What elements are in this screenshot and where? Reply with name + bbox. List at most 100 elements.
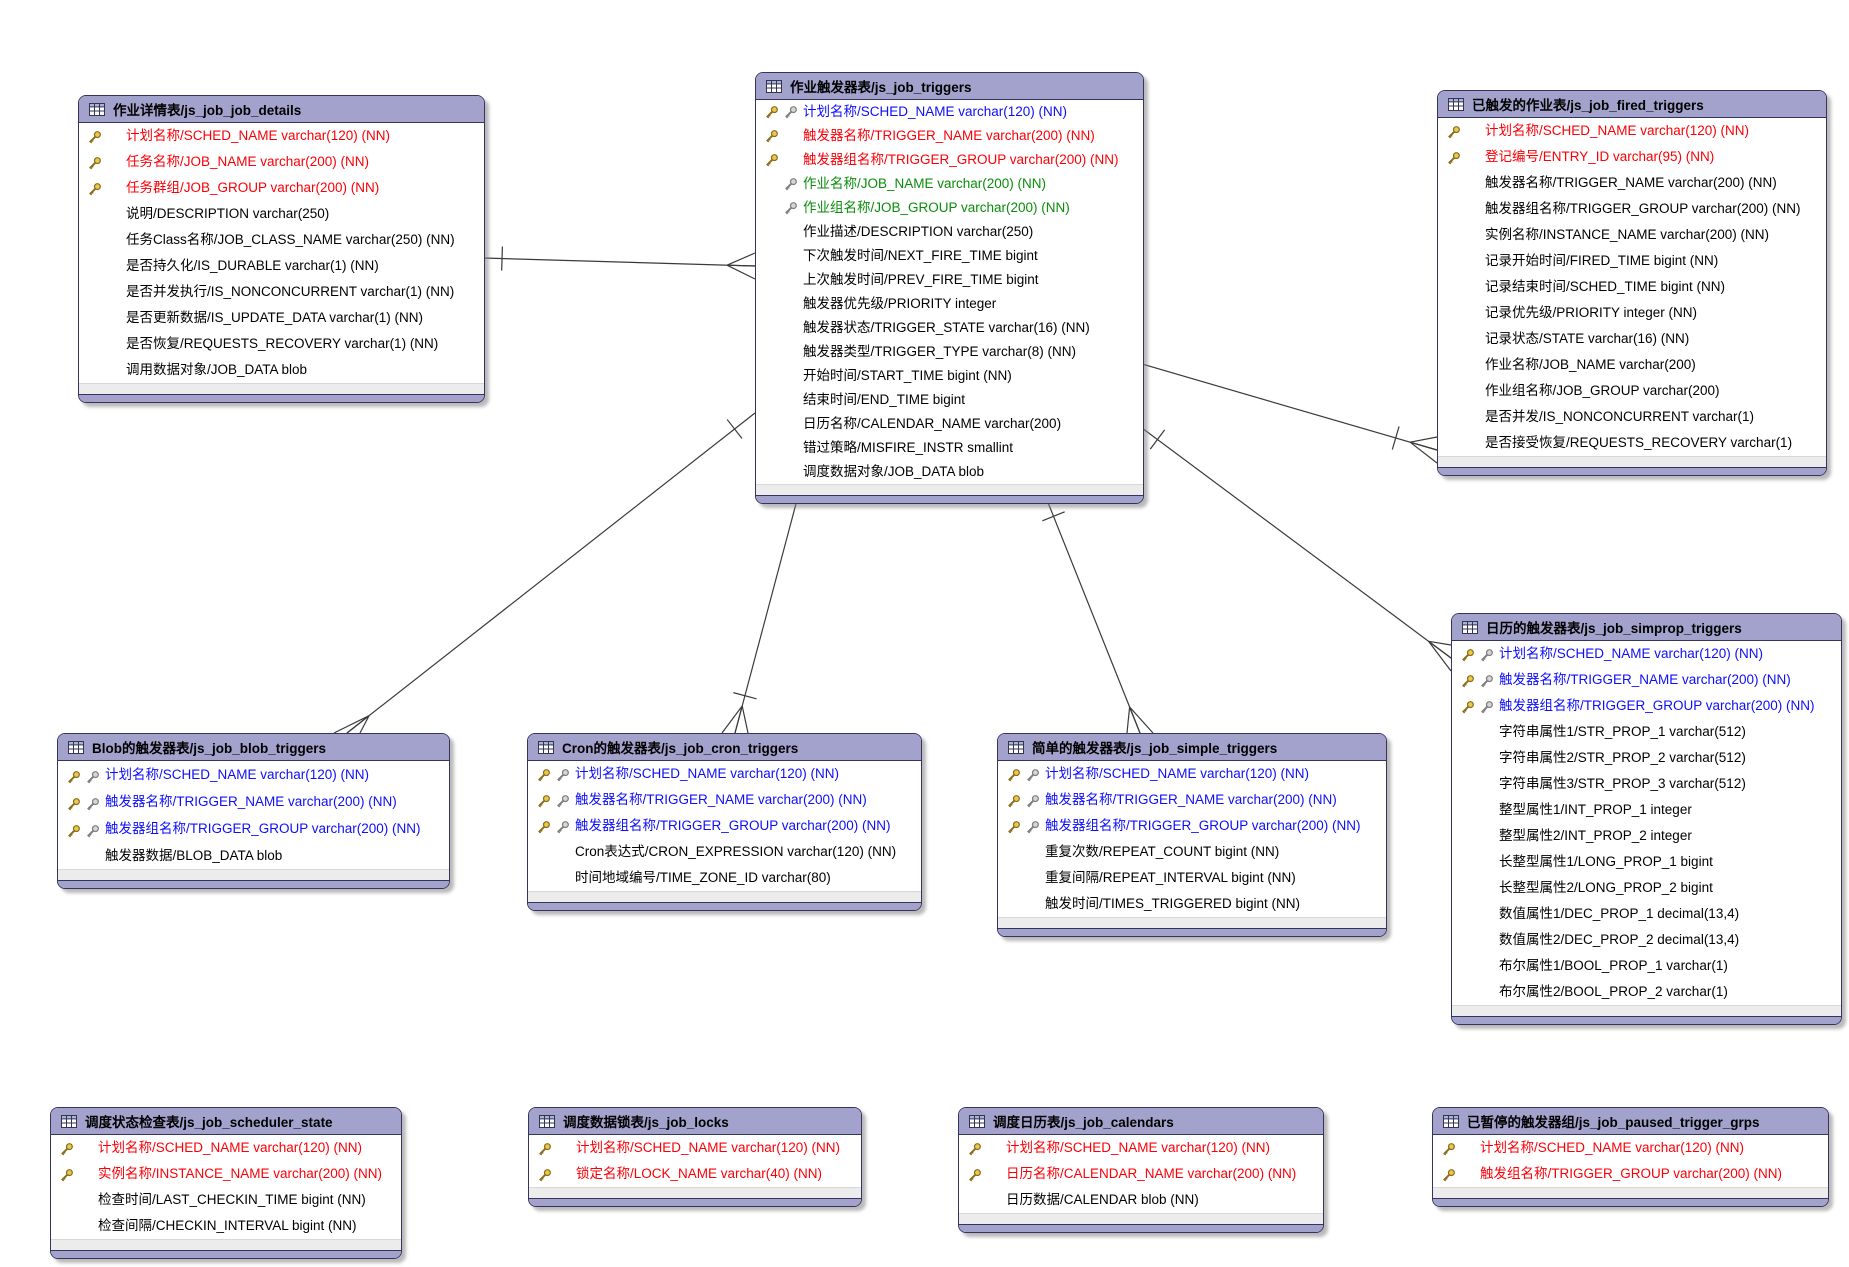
field-row[interactable]: 调度数据对象/JOB_DATA blob bbox=[756, 460, 1143, 484]
field-row[interactable]: 触发器组名称/TRIGGER_GROUP varchar(200) (NN) bbox=[756, 148, 1143, 172]
field-row[interactable]: 记录开始时间/FIRED_TIME bigint (NN) bbox=[1438, 248, 1826, 274]
table-header-fired_triggers[interactable]: 已触发的作业表/js_job_fired_triggers bbox=[1438, 91, 1826, 118]
field-row[interactable]: 是否更新数据/IS_UPDATE_DATA varchar(1) (NN) bbox=[79, 305, 484, 331]
field-row[interactable]: 任务群组/JOB_GROUP varchar(200) (NN) bbox=[79, 175, 484, 201]
field-row[interactable]: 结束时间/END_TIME bigint bbox=[756, 388, 1143, 412]
relationship-triggers-to-simprop_triggers[interactable] bbox=[1141, 427, 1452, 672]
field-row[interactable]: 触发器组名称/TRIGGER_GROUP varchar(200) (NN) bbox=[528, 813, 921, 839]
field-row[interactable]: 日历名称/CALENDAR_NAME varchar(200) (NN) bbox=[959, 1161, 1323, 1187]
field-row[interactable]: 锁定名称/LOCK_NAME varchar(40) (NN) bbox=[529, 1161, 861, 1187]
field-row[interactable]: 作业组名称/JOB_GROUP varchar(200) bbox=[1438, 378, 1826, 404]
field-row[interactable]: 开始时间/START_TIME bigint (NN) bbox=[756, 364, 1143, 388]
table-header-paused_trigger_grps[interactable]: 已暂停的触发器组/js_job_paused_trigger_grps bbox=[1433, 1108, 1828, 1135]
field-row[interactable]: 下次触发时间/NEXT_FIRE_TIME bigint bbox=[756, 244, 1143, 268]
table-header-simple_triggers[interactable]: 简单的触发器表/js_job_simple_triggers bbox=[998, 734, 1386, 761]
field-row[interactable]: 上次触发时间/PREV_FIRE_TIME bigint bbox=[756, 268, 1143, 292]
field-row[interactable]: 实例名称/INSTANCE_NAME varchar(200) (NN) bbox=[51, 1161, 401, 1187]
field-row[interactable]: 计划名称/SCHED_NAME varchar(120) (NN) bbox=[528, 761, 921, 787]
field-row[interactable]: 触发组名称/TRIGGER_GROUP varchar(200) (NN) bbox=[1433, 1161, 1828, 1187]
field-row[interactable]: 触发时间/TIMES_TRIGGERED bigint (NN) bbox=[998, 891, 1386, 917]
field-row[interactable]: 布尔属性2/BOOL_PROP_2 varchar(1) bbox=[1452, 979, 1841, 1005]
field-row[interactable]: 长整型属性2/LONG_PROP_2 bigint bbox=[1452, 875, 1841, 901]
field-row[interactable]: 触发器数据/BLOB_DATA blob bbox=[58, 842, 449, 869]
field-row[interactable]: 计划名称/SCHED_NAME varchar(120) (NN) bbox=[79, 123, 484, 149]
field-row[interactable]: 字符串属性1/STR_PROP_1 varchar(512) bbox=[1452, 719, 1841, 745]
field-row[interactable]: 作业名称/JOB_NAME varchar(200) (NN) bbox=[756, 172, 1143, 196]
field-row[interactable]: 数值属性2/DEC_PROP_2 decimal(13,4) bbox=[1452, 927, 1841, 953]
field-row[interactable]: 触发器优先级/PRIORITY integer bbox=[756, 292, 1143, 316]
field-row[interactable]: 是否恢复/REQUESTS_RECOVERY varchar(1) (NN) bbox=[79, 331, 484, 357]
field-row[interactable]: 实例名称/INSTANCE_NAME varchar(200) (NN) bbox=[1438, 222, 1826, 248]
field-row[interactable]: 计划名称/SCHED_NAME varchar(120) (NN) bbox=[1438, 118, 1826, 144]
field-row[interactable]: 触发器状态/TRIGGER_STATE varchar(16) (NN) bbox=[756, 316, 1143, 340]
field-row[interactable]: 错过策略/MISFIRE_INSTR smallint bbox=[756, 436, 1143, 460]
field-row[interactable]: 计划名称/SCHED_NAME varchar(120) (NN) bbox=[1433, 1135, 1828, 1161]
field-row[interactable]: 触发器组名称/TRIGGER_GROUP varchar(200) (NN) bbox=[58, 815, 449, 842]
field-row[interactable]: 计划名称/SCHED_NAME varchar(120) (NN) bbox=[998, 761, 1386, 787]
field-row[interactable]: 长整型属性1/LONG_PROP_1 bigint bbox=[1452, 849, 1841, 875]
field-row[interactable]: 字符串属性3/STR_PROP_3 varchar(512) bbox=[1452, 771, 1841, 797]
field-row[interactable]: 计划名称/SCHED_NAME varchar(120) (NN) bbox=[1452, 641, 1841, 667]
field-row[interactable]: 记录状态/STATE varchar(16) (NN) bbox=[1438, 326, 1826, 352]
relationship-triggers-to-fired_triggers[interactable] bbox=[1141, 363, 1438, 464]
field-row[interactable]: 记录优先级/PRIORITY integer (NN) bbox=[1438, 300, 1826, 326]
field-row[interactable]: 任务名称/JOB_NAME varchar(200) (NN) bbox=[79, 149, 484, 175]
field-row[interactable]: 触发器组名称/TRIGGER_GROUP varchar(200) (NN) bbox=[1438, 196, 1826, 222]
field-row[interactable]: 触发器名称/TRIGGER_NAME varchar(200) (NN) bbox=[528, 787, 921, 813]
field-row[interactable]: 是否持久化/IS_DURABLE varchar(1) (NN) bbox=[79, 253, 484, 279]
field-row[interactable]: 触发器名称/TRIGGER_NAME varchar(200) (NN) bbox=[998, 787, 1386, 813]
table-header-simprop_triggers[interactable]: 日历的触发器表/js_job_simprop_triggers bbox=[1452, 614, 1841, 641]
field-row[interactable]: 触发器名称/TRIGGER_NAME varchar(200) (NN) bbox=[1452, 667, 1841, 693]
field-row[interactable]: 计划名称/SCHED_NAME varchar(120) (NN) bbox=[756, 100, 1143, 124]
field-row[interactable]: 计划名称/SCHED_NAME varchar(120) (NN) bbox=[58, 761, 449, 788]
relationship-triggers-to-simple_triggers[interactable] bbox=[1042, 499, 1154, 734]
table-header-job_details[interactable]: 作业详情表/js_job_job_details bbox=[79, 96, 484, 123]
table-header-cron_triggers[interactable]: Cron的触发器表/js_job_cron_triggers bbox=[528, 734, 921, 761]
field-row[interactable]: 任务Class名称/JOB_CLASS_NAME varchar(250) (N… bbox=[79, 227, 484, 253]
relationship-triggers-to-cron_triggers[interactable] bbox=[721, 499, 798, 734]
field-row[interactable]: 计划名称/SCHED_NAME varchar(120) (NN) bbox=[51, 1135, 401, 1161]
field-row[interactable]: 触发器名称/TRIGGER_NAME varchar(200) (NN) bbox=[756, 124, 1143, 148]
field-row[interactable]: 触发器名称/TRIGGER_NAME varchar(200) (NN) bbox=[58, 788, 449, 815]
table-header-calendars[interactable]: 调度日历表/js_job_calendars bbox=[959, 1108, 1323, 1135]
field-row[interactable]: 检查时间/LAST_CHECKIN_TIME bigint (NN) bbox=[51, 1187, 401, 1213]
field-row[interactable]: 检查间隔/CHECKIN_INTERVAL bigint (NN) bbox=[51, 1213, 401, 1239]
field-row[interactable]: 是否接受恢复/REQUESTS_RECOVERY varchar(1) bbox=[1438, 430, 1826, 456]
field-row[interactable]: 计划名称/SCHED_NAME varchar(120) (NN) bbox=[959, 1135, 1323, 1161]
field-row[interactable]: 触发器组名称/TRIGGER_GROUP varchar(200) (NN) bbox=[998, 813, 1386, 839]
field-row[interactable]: 作业描述/DESCRIPTION varchar(250) bbox=[756, 220, 1143, 244]
field-row[interactable]: 触发器名称/TRIGGER_NAME varchar(200) (NN) bbox=[1438, 170, 1826, 196]
field-row[interactable]: 计划名称/SCHED_NAME varchar(120) (NN) bbox=[529, 1135, 861, 1161]
field-row[interactable]: 作业组名称/JOB_GROUP varchar(200) (NN) bbox=[756, 196, 1143, 220]
field-row[interactable]: 重复间隔/REPEAT_INTERVAL bigint (NN) bbox=[998, 865, 1386, 891]
field-row[interactable]: 触发器类型/TRIGGER_TYPE varchar(8) (NN) bbox=[756, 340, 1143, 364]
field-row[interactable]: 是否并发/IS_NONCONCURRENT varchar(1) bbox=[1438, 404, 1826, 430]
field-row[interactable]: 数值属性1/DEC_PROP_1 decimal(13,4) bbox=[1452, 901, 1841, 927]
field-row[interactable]: 说明/DESCRIPTION varchar(250) bbox=[79, 201, 484, 227]
field-row[interactable]: 整型属性1/INT_PROP_1 integer bbox=[1452, 797, 1841, 823]
table-header-locks[interactable]: 调度数据锁表/js_job_locks bbox=[529, 1108, 861, 1135]
field-row[interactable]: 触发器组名称/TRIGGER_GROUP varchar(200) (NN) bbox=[1452, 693, 1841, 719]
field-row[interactable]: 日历名称/CALENDAR_NAME varchar(200) bbox=[756, 412, 1143, 436]
field-row[interactable]: Cron表达式/CRON_EXPRESSION varchar(120) (NN… bbox=[528, 839, 921, 865]
field-row[interactable]: 重复次数/REPEAT_COUNT bigint (NN) bbox=[998, 839, 1386, 865]
field-row[interactable]: 整型属性2/INT_PROP_2 integer bbox=[1452, 823, 1841, 849]
table-header-scheduler_state[interactable]: 调度状态检查表/js_job_scheduler_state bbox=[51, 1108, 401, 1135]
field-row[interactable]: 日历数据/CALENDAR blob (NN) bbox=[959, 1187, 1323, 1213]
field-row[interactable]: 调用数据对象/JOB_DATA blob bbox=[79, 357, 484, 383]
field-row[interactable]: 是否并发执行/IS_NONCONCURRENT varchar(1) (NN) bbox=[79, 279, 484, 305]
field-row[interactable]: 时间地域编号/TIME_ZONE_ID varchar(80) bbox=[528, 865, 921, 891]
field-row[interactable]: 布尔属性1/BOOL_PROP_1 varchar(1) bbox=[1452, 953, 1841, 979]
field-row[interactable]: 作业名称/JOB_NAME varchar(200) bbox=[1438, 352, 1826, 378]
table-header-triggers[interactable]: 作业触发器表/js_job_triggers bbox=[756, 73, 1143, 100]
